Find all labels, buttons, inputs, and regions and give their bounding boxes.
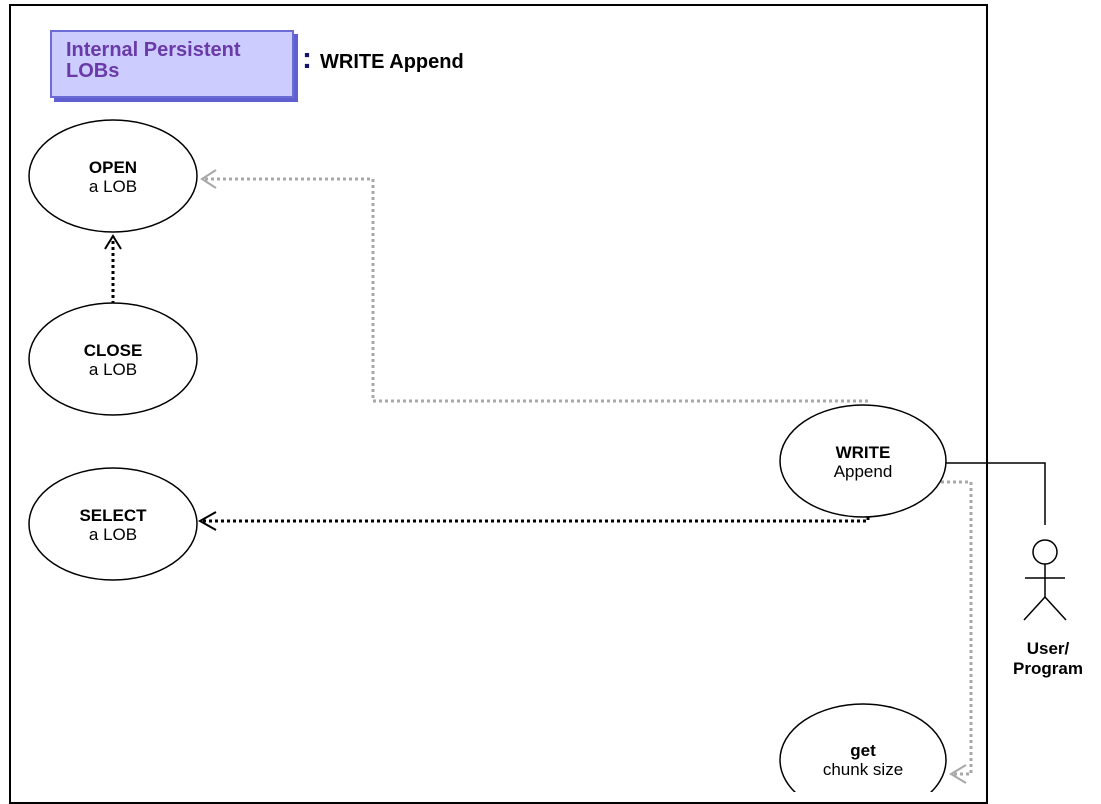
badge-line-2: LOBs <box>66 60 120 82</box>
arrowhead-open-from-close <box>104 234 122 250</box>
use-case-chunk: get chunk size <box>783 741 943 779</box>
subject-badge: Internal Persistent LOBs <box>50 30 294 98</box>
use-case-chunk-subtitle: chunk size <box>822 760 904 779</box>
actor-label-line-2: Program <box>1013 659 1083 678</box>
use-case-open-subtitle: a LOB <box>88 177 138 196</box>
use-case-write-subtitle: Append <box>833 462 893 481</box>
use-case-select: SELECT a LOB <box>33 506 193 544</box>
page-title: WRITE Append <box>320 51 464 73</box>
use-case-open: OPEN a LOB <box>33 158 193 196</box>
badge-line-1: Internal Persistent <box>66 39 241 61</box>
association-write-actor <box>946 462 1046 525</box>
arrowhead-open <box>200 169 217 189</box>
use-case-write-ellipse <box>779 404 947 518</box>
use-case-select-title: SELECT <box>79 506 147 525</box>
use-case-select-subtitle: a LOB <box>88 525 138 544</box>
dependency-write-to-chunk <box>941 480 973 776</box>
use-case-open-ellipse <box>28 119 198 233</box>
use-case-close-subtitle: a LOB <box>88 360 138 379</box>
actor-label: User/ Program <box>1000 639 1096 679</box>
dependency-write-to-open <box>205 177 868 403</box>
use-case-write-title: WRITE <box>835 443 891 462</box>
arrowhead-select <box>197 511 217 531</box>
actor-icon <box>1023 539 1067 621</box>
diagram-frame <box>9 4 988 804</box>
use-case-close-title: CLOSE <box>83 341 143 360</box>
use-case-chunk-title: get <box>850 741 876 760</box>
use-case-write: WRITE Append <box>783 443 943 481</box>
use-case-close: CLOSE a LOB <box>33 341 193 379</box>
use-case-close-ellipse <box>28 302 198 416</box>
use-case-chunk-ellipse <box>779 703 947 792</box>
arrowhead-chunk <box>949 764 967 784</box>
use-case-select-ellipse <box>28 467 198 581</box>
title-colon: : <box>302 42 312 75</box>
dependency-write-to-select <box>203 517 870 523</box>
actor-label-line-1: User/ <box>1026 639 1070 658</box>
use-case-open-title: OPEN <box>88 158 138 177</box>
